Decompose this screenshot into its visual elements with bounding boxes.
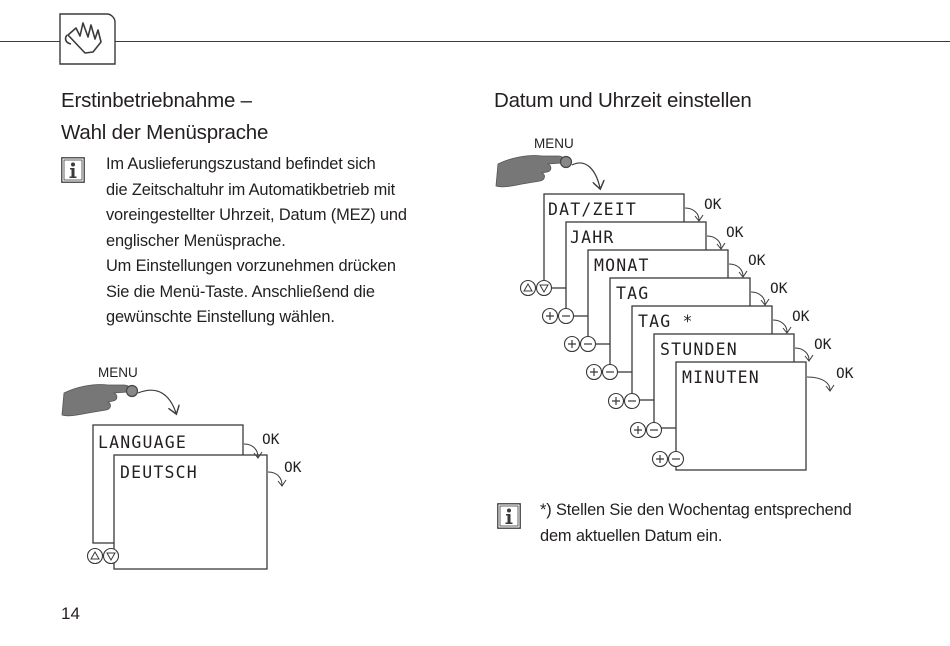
- lcd-screen: [113, 454, 268, 570]
- right-heading: Datum und Uhrzeit einstellen: [494, 89, 752, 112]
- header-rule: [0, 41, 950, 42]
- ok-label: OK: [726, 225, 744, 241]
- plus-minus-buttons-icon: [541, 307, 685, 468]
- lcd-text: TAG *: [638, 312, 694, 331]
- lcd-text: JAHR: [570, 228, 615, 247]
- paragraph-line: gewünschte Einstellung wählen.: [106, 308, 335, 326]
- ok-label: OK: [792, 309, 810, 325]
- paragraph-line: die Zeitschaltuhr im Automatikbetrieb mi…: [106, 180, 396, 199]
- ok-curved-arrow-icon: [750, 291, 770, 306]
- hand-pressing-button-icon: [61, 384, 139, 417]
- paragraph-line: Im Auslieferungszustand befindet sich: [106, 155, 376, 173]
- up-down-arrow-buttons-icon: [86, 547, 120, 565]
- info-icon: [61, 157, 85, 183]
- ok-curved-arrow-icon: [794, 347, 814, 362]
- paragraph-line: Um Einstellungen vorzunehmen drücken: [106, 257, 396, 275]
- ok-label: OK: [814, 337, 832, 353]
- lcd-text: TAG: [616, 284, 649, 303]
- up-down-arrow-buttons-icon: [519, 279, 553, 297]
- ok-label: OK: [770, 281, 788, 297]
- paragraph-line: Sie die Menü-Taste. Anschließend die: [106, 282, 375, 301]
- lcd-text: LANGUAGE: [98, 433, 187, 452]
- weekday-note: *) Stellen Sie den Wochentag entsprechen…: [540, 498, 910, 549]
- ok-markers: OK OK OK OK OK OK OK: [684, 197, 854, 392]
- lcd-text: STUNDEN: [660, 340, 738, 359]
- ok-curved-arrow-icon: [267, 471, 287, 487]
- lcd-text: DAT/ZEIT: [548, 200, 637, 219]
- ok-curved-arrow-icon: [243, 443, 263, 459]
- hand-pressing-button-icon: [495, 155, 573, 188]
- info-icon: [497, 503, 521, 529]
- ok-label: OK: [748, 253, 766, 269]
- lcd-text: DEUTSCH: [120, 463, 198, 482]
- date-time-menu-diagram: MENU DAT/ZEIT JAHR MONAT TAG TAG * STUND…: [495, 136, 854, 471]
- language-info-paragraph: Im Auslieferungszustand befindet sich di…: [106, 152, 456, 331]
- ok-label: OK: [836, 366, 854, 382]
- note-line: *) Stellen Sie den Wochentag entsprechen…: [540, 501, 852, 519]
- menu-label: MENU: [98, 365, 138, 380]
- page-number: 14: [61, 604, 80, 623]
- ok-curved-arrow-icon: [772, 319, 792, 334]
- note-line: dem aktuellen Datum ein.: [540, 526, 723, 545]
- left-heading-line: Erstinbetriebnahme –: [61, 89, 252, 112]
- lcd-text: MINUTEN: [682, 368, 760, 387]
- ok-label: OK: [704, 197, 722, 213]
- lcd-screen: [675, 361, 807, 471]
- left-heading-line: Wahl der Menüsprache: [61, 121, 269, 144]
- ok-curved-arrow-icon: [684, 207, 704, 222]
- ok-label: OK: [262, 432, 280, 448]
- paragraph-line: englischer Menüsprache.: [106, 231, 286, 250]
- language-menu-diagram: MENU LANGUAGE DEUTSCH OK OK: [61, 365, 302, 570]
- menu-label: MENU: [534, 136, 574, 151]
- left-heading: Erstinbetriebnahme – Wahl der Menüsprach…: [61, 85, 461, 149]
- ok-curved-arrow-icon: [806, 376, 835, 392]
- paragraph-line: voreingestellter Uhrzeit, Datum (MEZ) un…: [106, 206, 407, 224]
- ok-label: OK: [284, 460, 302, 476]
- ok-curved-arrow-icon: [728, 263, 748, 278]
- ok-curved-arrow-icon: [706, 235, 726, 250]
- lcd-text: MONAT: [594, 256, 650, 275]
- pointing-hand-icon: [58, 13, 116, 65]
